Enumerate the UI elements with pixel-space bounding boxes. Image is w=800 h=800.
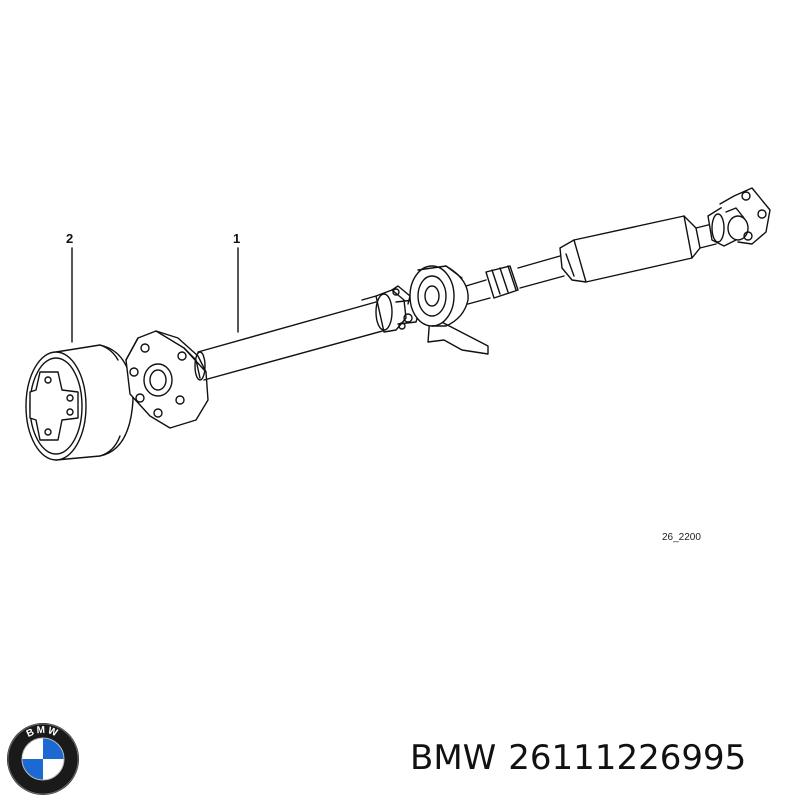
svg-text:BMW: BMW <box>25 725 61 740</box>
flexible-disc <box>25 344 134 461</box>
diagram-reference-code: 26_2200 <box>662 532 701 543</box>
brand-name: BMW <box>410 738 497 778</box>
front-flange <box>125 330 209 429</box>
rear-shaft-tube <box>465 215 717 305</box>
callout-number-2: 2 <box>66 231 74 246</box>
bmw-logo-icon: BMW <box>7 723 79 795</box>
middle-universal-joint <box>375 285 421 333</box>
part-number-label: BMW 26111226995 <box>410 738 746 778</box>
front-shaft-tube <box>194 295 387 381</box>
callout-number-1: 1 <box>233 231 241 246</box>
part-number: 26111226995 <box>508 738 747 778</box>
center-support-bearing <box>409 265 489 355</box>
rear-joint-flange <box>707 187 771 247</box>
